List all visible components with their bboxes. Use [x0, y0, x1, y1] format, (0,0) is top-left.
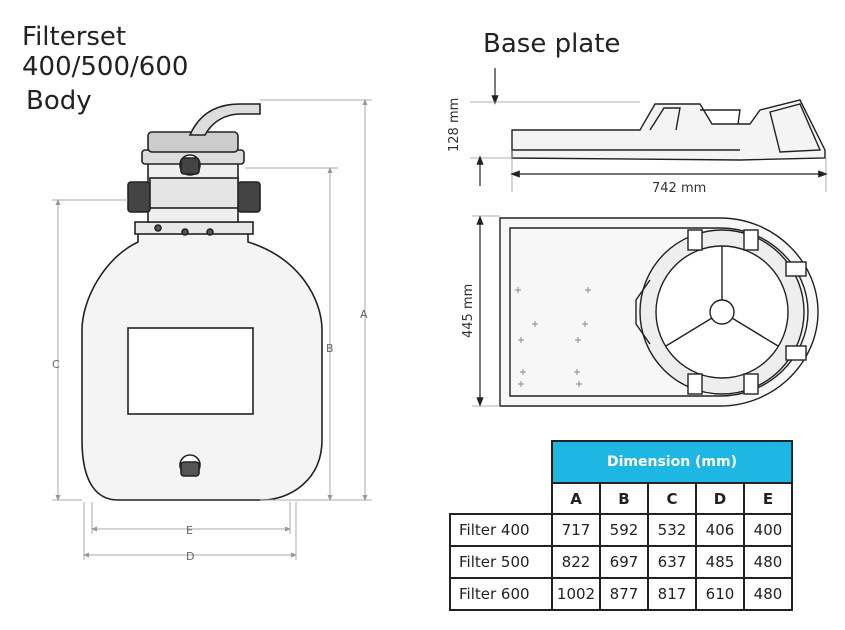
row-label: Filter 500: [449, 545, 553, 579]
table-cell: 637: [647, 545, 697, 579]
dimension-table: Dimension (mm) A B C D E Filter 400 717 …: [449, 440, 793, 611]
table-cell: 480: [743, 545, 793, 579]
dimension-letter-d: D: [186, 550, 194, 563]
title-body: Body: [26, 86, 92, 116]
table-cell: 697: [599, 545, 649, 579]
table-cell: 717: [551, 513, 601, 547]
row-label: Filter 600: [449, 577, 553, 611]
dimension-letter-c: C: [52, 358, 60, 371]
body-dimension-lines: [52, 99, 372, 560]
dimension-height-label: 128 mm: [447, 98, 462, 152]
table-header: Dimension (mm): [551, 440, 793, 484]
table-row: Filter 400 717 592 532 406 400: [449, 513, 793, 547]
title-models: 400/500/600: [22, 52, 189, 82]
table-corner-2: [450, 483, 552, 514]
dimension-length-label: 742 mm: [652, 181, 706, 196]
column-header: B: [599, 482, 649, 515]
base-plate-top-view: [499, 217, 819, 407]
base-plate-top-dimensions: [472, 215, 500, 407]
table-cell: 406: [695, 513, 745, 547]
table-row: Filter 600 1002 877 817 610 480: [449, 577, 793, 611]
label-plate: [127, 327, 254, 415]
column-header: A: [551, 482, 601, 515]
dimension-letter-b: B: [326, 342, 334, 355]
column-header: C: [647, 482, 697, 515]
dimension-letter-a: A: [360, 308, 368, 321]
table-cell: 610: [695, 577, 745, 611]
dimension-letter-e: E: [186, 524, 193, 537]
title-base-plate: Base plate: [483, 29, 621, 59]
table-row: Filter 500 822 697 637 485 480: [449, 545, 793, 579]
table-cell: 592: [599, 513, 649, 547]
title-filterset: Filterset: [22, 22, 127, 52]
drain-plug: [179, 454, 201, 477]
base-plate-side-view: [511, 99, 826, 161]
dimension-width-label: 445 mm: [461, 284, 476, 338]
table-cell: 400: [743, 513, 793, 547]
table-cell: 817: [647, 577, 697, 611]
table-cell: 485: [695, 545, 745, 579]
table-cell: 1002: [551, 577, 601, 611]
row-label: Filter 400: [449, 513, 553, 547]
table-cell: 877: [599, 577, 649, 611]
column-header: E: [743, 482, 793, 515]
table-cell: 822: [551, 545, 601, 579]
base-plate-side-dimensions: [470, 68, 828, 192]
filter-body-drawing: [81, 103, 323, 501]
column-header: D: [695, 482, 745, 515]
table-cell: 532: [647, 513, 697, 547]
table-corner: [450, 441, 552, 483]
table-cell: 480: [743, 577, 793, 611]
